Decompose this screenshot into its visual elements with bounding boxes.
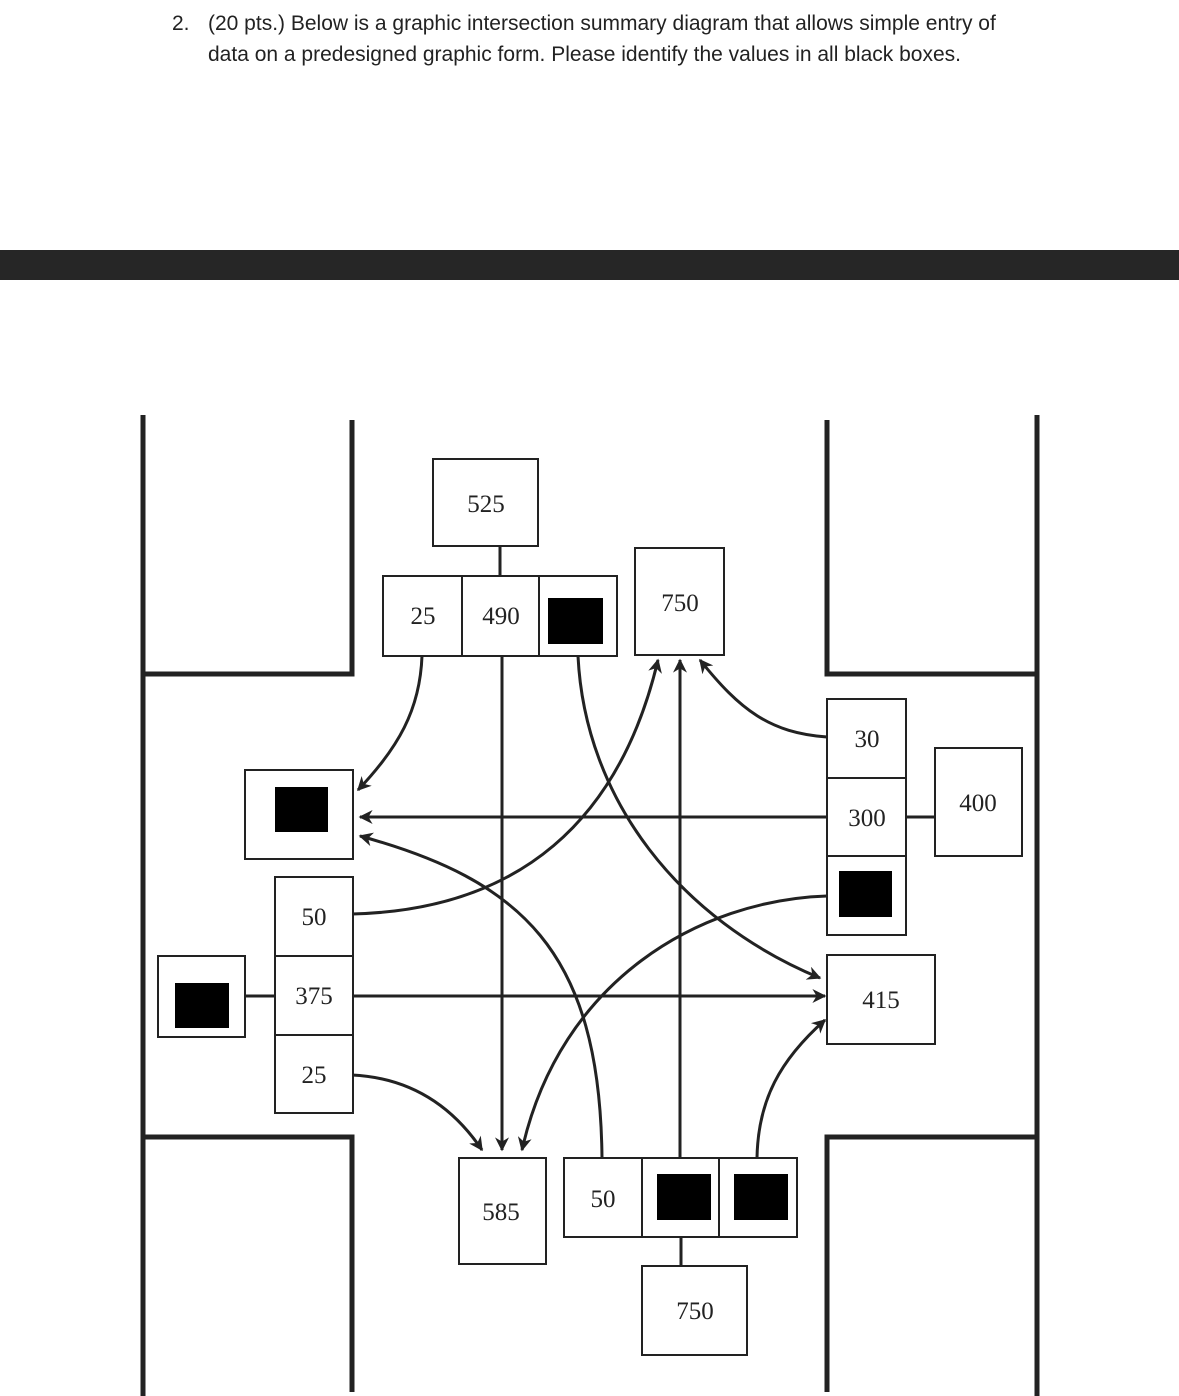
south-left-turn-box bbox=[563, 1157, 643, 1238]
question-number: 2. bbox=[172, 12, 190, 35]
connectors bbox=[245, 546, 935, 1266]
north-right-turn-box bbox=[382, 575, 463, 657]
west-left-turn-value: 50 bbox=[302, 904, 327, 931]
north-right-turn-arrow bbox=[356, 655, 424, 792]
east-departure-total-box bbox=[826, 954, 936, 1045]
west-through-value: 375 bbox=[295, 983, 333, 1010]
west-left-turn-arrow bbox=[351, 658, 662, 916]
north-through-box bbox=[461, 575, 540, 657]
west-right-turn-box bbox=[274, 1034, 354, 1114]
north-departure-total-box bbox=[634, 547, 725, 656]
value-boxes bbox=[157, 458, 1023, 1356]
road-edges bbox=[140, 415, 1040, 1396]
west-approach-total-masked bbox=[175, 983, 229, 1028]
north-approach-total-value: 525 bbox=[467, 491, 505, 518]
east-right-turn-masked bbox=[839, 871, 892, 917]
south-departure-total-box bbox=[458, 1157, 547, 1265]
west-through-box bbox=[274, 955, 354, 1036]
west-right-turn-value: 25 bbox=[302, 1062, 327, 1089]
curb-southeast bbox=[824, 1134, 1037, 1392]
north-right-turn-value: 25 bbox=[411, 603, 436, 630]
curb-northwest bbox=[143, 420, 355, 677]
movement-arrows bbox=[351, 655, 828, 1159]
curb-southwest bbox=[143, 1134, 355, 1392]
north-left-turn-arrow bbox=[576, 655, 822, 980]
east-through-value: 300 bbox=[848, 805, 886, 832]
east-right-turn-arrow bbox=[517, 894, 828, 1152]
south-left-turn-value: 50 bbox=[591, 1186, 616, 1213]
question-text: (20 pts.) Below is a graphic intersectio… bbox=[208, 12, 996, 66]
west-departure-total-masked bbox=[275, 787, 328, 832]
south-approach-total-value: 750 bbox=[676, 1298, 714, 1325]
east-left-turn-value: 30 bbox=[855, 726, 880, 753]
south-left-turn-arrow bbox=[358, 832, 604, 1159]
south-approach-total-box bbox=[641, 1265, 748, 1356]
value-labels: 525 25 490 750 30 300 400 415 50 375 25 … bbox=[295, 491, 997, 1325]
east-approach-total-value: 400 bbox=[959, 790, 997, 817]
curb-northeast bbox=[824, 420, 1037, 677]
east-departure-total-value: 415 bbox=[862, 987, 900, 1014]
east-through-box bbox=[826, 777, 907, 857]
south-departure-total-value: 585 bbox=[482, 1199, 520, 1226]
divider-bar bbox=[0, 250, 1179, 280]
north-left-turn-masked bbox=[548, 598, 603, 644]
east-left-turn-box bbox=[826, 698, 907, 779]
east-left-turn-arrow bbox=[698, 658, 828, 739]
south-right-turn-masked bbox=[734, 1174, 788, 1220]
masked-values bbox=[175, 598, 892, 1220]
north-approach-total-box bbox=[432, 458, 539, 547]
north-departure-total-value: 750 bbox=[661, 590, 699, 617]
east-approach-total-box bbox=[934, 747, 1023, 857]
south-right-turn-arrow bbox=[755, 1018, 827, 1159]
south-through-masked bbox=[657, 1174, 711, 1220]
north-through-value: 490 bbox=[482, 603, 520, 630]
west-right-turn-arrow bbox=[351, 1073, 484, 1152]
